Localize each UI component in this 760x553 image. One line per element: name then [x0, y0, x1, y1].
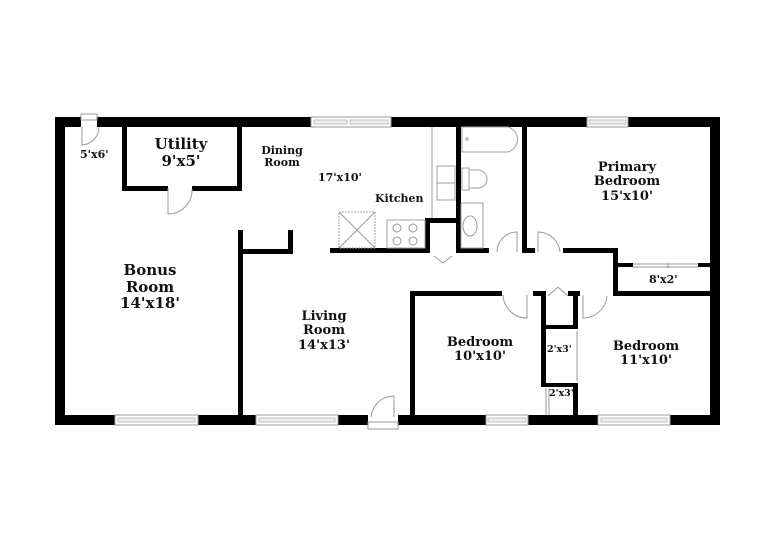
- toilet-icon: [461, 167, 488, 191]
- room-primary-bedroom: Primary Bedroom 15'x10': [582, 160, 672, 204]
- room-bonus-name-line2: Room: [125, 277, 175, 296]
- room-living-dims: 14'x13': [298, 337, 350, 353]
- room-dining-name-line1: Dining: [261, 144, 303, 157]
- room-primary-closet-dims: 8'x2': [649, 273, 678, 286]
- room-bedroom-2: Bedroom 10'x10': [440, 335, 520, 365]
- fixtures: [338, 126, 518, 249]
- bathtub-icon: [461, 126, 518, 153]
- windows: [114, 116, 698, 426]
- room-utility-name: Utility: [154, 135, 208, 153]
- room-primary-bedroom-name-line1: Primary: [597, 160, 657, 175]
- room-kitchen-name: Kitchen: [375, 192, 424, 205]
- range-icon: [386, 219, 426, 249]
- kitchen-sink-icon: [436, 165, 456, 201]
- room-living-name-line1: Living: [301, 309, 347, 324]
- room-bedroom-2-name: Bedroom: [446, 335, 514, 350]
- room-primary-bedroom-name-line2: Bedroom: [593, 174, 661, 190]
- exterior-walls: [55, 117, 720, 425]
- room-bedroom-3-dims: 11'x10': [620, 353, 672, 369]
- room-dining: Dining Room: [257, 144, 307, 170]
- doors: [80, 113, 608, 430]
- room-dining-name-line2: Room: [264, 156, 300, 170]
- room-primary-bedroom-dims: 15'x10': [601, 188, 653, 204]
- room-utility: Utility 9'x5': [146, 136, 216, 169]
- room-bonus: Bonus Room 14'x18': [112, 262, 188, 312]
- room-living: Living Room 14'x13': [286, 309, 362, 353]
- room-bedroom-3: Bedroom 11'x10': [606, 339, 686, 369]
- room-bedroom-3-name: Bedroom: [612, 339, 680, 354]
- room-bonus-dims: 14'x18': [120, 294, 180, 312]
- room-utility-dims: 9'x5': [161, 151, 201, 170]
- interior-walls: [122, 122, 712, 423]
- vanity-sink-icon: [460, 202, 484, 249]
- room-living-name-line2: Room: [303, 323, 345, 339]
- room-closet-b-dims: 2'x3': [549, 388, 574, 399]
- refrigerator-icon: [338, 211, 376, 249]
- room-bedroom-2-dims: 10'x10': [454, 349, 506, 365]
- room-dining-dims: 17'x10': [318, 171, 362, 184]
- room-closet-a-dims: 2'x3': [547, 344, 572, 355]
- room-foyer-dims: 5'x6': [80, 148, 109, 161]
- room-bonus-name-line1: Bonus: [123, 261, 177, 279]
